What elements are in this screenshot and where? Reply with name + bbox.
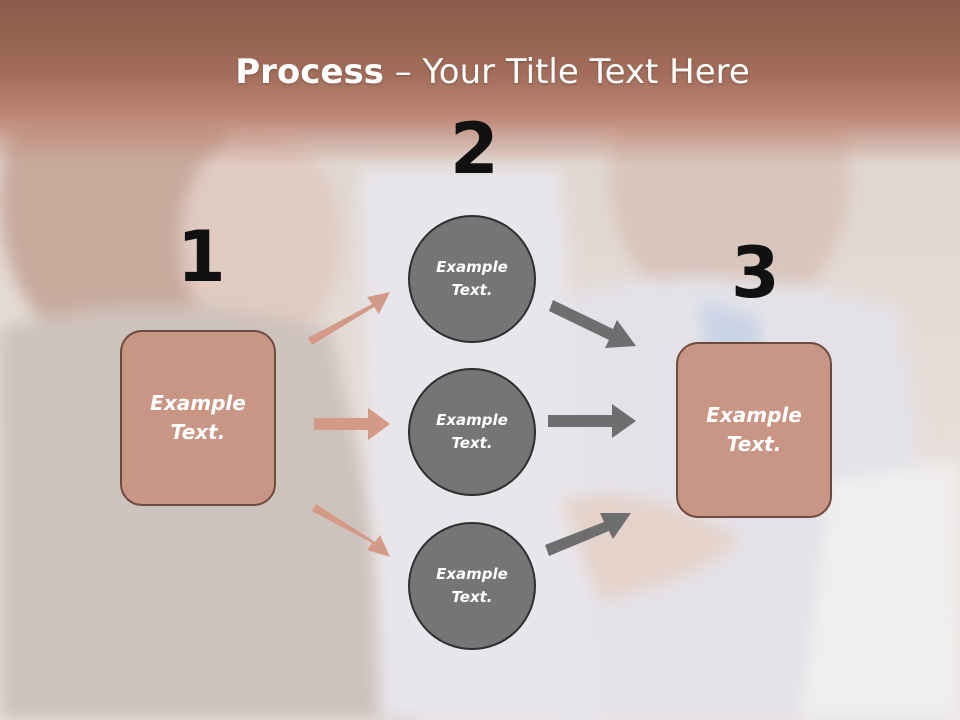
step-number-1: 1 [177,216,226,298]
right-process-box: Example Text. [676,342,832,518]
slide-title: Process – Your Title Text Here [0,52,960,92]
left-box-text: Example Text. [150,391,246,444]
process-circle-top: Example Text. [408,215,536,343]
process-circle-middle: Example Text. [408,368,536,496]
circle-middle-text: Example Text. [436,411,508,452]
step-number-3: 3 [731,232,780,314]
title-band [0,0,960,165]
circle-top-text: Example Text. [436,258,508,299]
circle-bottom-text: Example Text. [436,565,508,606]
step-number-2: 2 [450,108,499,190]
left-process-box: Example Text. [120,330,276,506]
title-rest: – Your Title Text Here [383,52,750,92]
right-box-text: Example Text. [706,403,802,456]
title-bold: Process [235,52,384,92]
process-circle-bottom: Example Text. [408,522,536,650]
